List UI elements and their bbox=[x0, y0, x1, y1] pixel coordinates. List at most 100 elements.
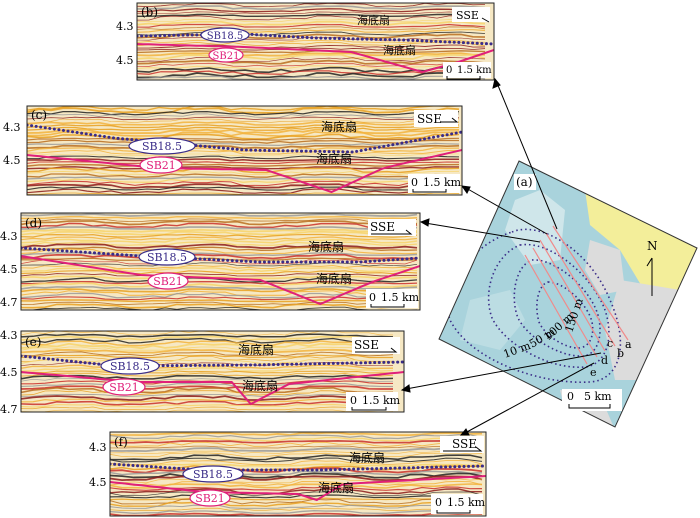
panel-d-depth-tick-1: 4.3 bbox=[0, 230, 18, 243]
svg-text:0: 0 bbox=[446, 65, 452, 76]
panel-d-fan-label-upper: 海底扇 bbox=[308, 239, 344, 254]
panel-c-sb18-5-label: SB18.5 bbox=[128, 137, 196, 155]
panel-d-depth-tick-3: 4.7 bbox=[0, 296, 18, 309]
panel-d-sb21-horizon bbox=[21, 255, 420, 306]
svg-text:1.5 km: 1.5 km bbox=[457, 65, 492, 76]
arrow-to-f bbox=[464, 362, 595, 434]
contour-150m bbox=[536, 281, 594, 349]
panel-c-frame bbox=[26, 105, 463, 196]
panel-d-direction: SSE bbox=[368, 219, 416, 236]
panel-f-fan-label-lower: 海底扇 bbox=[318, 480, 354, 495]
line-letter-a: a bbox=[625, 338, 632, 351]
svg-text:0: 0 bbox=[350, 394, 357, 407]
panel-b-direction: SSE bbox=[452, 7, 490, 23]
svg-text:0: 0 bbox=[567, 390, 574, 403]
arrow-to-b bbox=[496, 82, 558, 230]
map-label: (a) bbox=[516, 175, 533, 189]
panel-c-sb18-5-horizon bbox=[27, 123, 462, 154]
map-line-d bbox=[532, 247, 598, 358]
panel-c-label: (c) bbox=[31, 108, 47, 122]
map-line-c bbox=[539, 239, 606, 352]
svg-text:SB18.5: SB18.5 bbox=[142, 140, 182, 153]
svg-text:1.5 km: 1.5 km bbox=[362, 394, 401, 407]
panel-e-fan-label-upper: 海底扇 bbox=[238, 342, 274, 357]
arrow-to-d bbox=[424, 222, 541, 243]
panel-b-sb18-5-horizon bbox=[137, 32, 494, 46]
panel-d-sb21-label: SB21 bbox=[147, 272, 189, 290]
panel-b-fan-label-upper: 海底扇 bbox=[357, 13, 390, 27]
seismic-panel-e bbox=[21, 331, 404, 412]
panel-e-sb18-5-horizon bbox=[21, 354, 404, 368]
arrow-to-c bbox=[465, 187, 548, 235]
panel-f-sb21-horizon bbox=[110, 475, 486, 502]
svg-text:SSE: SSE bbox=[417, 112, 442, 126]
svg-text:1.5 km: 1.5 km bbox=[423, 176, 462, 189]
svg-text:SB21: SB21 bbox=[109, 381, 139, 394]
contour-50m bbox=[487, 243, 610, 368]
panel-f-direction: SSE bbox=[440, 436, 484, 453]
line-letter-c: c bbox=[607, 337, 613, 350]
panel-e-fan-label-lower: 海底扇 bbox=[242, 378, 278, 393]
panel-c-depth-tick-1: 4.3 bbox=[3, 121, 21, 134]
svg-text:SSE: SSE bbox=[456, 9, 479, 22]
seismic-panel-f bbox=[110, 432, 486, 516]
svg-text:N: N bbox=[647, 239, 658, 253]
panel-e-depth-tick-3: 4.7 bbox=[0, 403, 18, 416]
panel-c-sb21-label: SB21 bbox=[139, 156, 183, 174]
svg-text:0: 0 bbox=[435, 496, 442, 509]
panel-b-depth-tick-2: 4.5 bbox=[116, 54, 134, 67]
panel-f-sb21-label: SB21 bbox=[189, 489, 231, 507]
panel-f-sb18-5-label: SB18.5 bbox=[182, 465, 244, 483]
panel-d-fan-label-lower: 海底扇 bbox=[316, 271, 352, 286]
panel-b-sb18-5-label: SB18.5 bbox=[200, 27, 250, 43]
panel-c-fan-label-upper: 海底扇 bbox=[321, 119, 357, 134]
map-frame bbox=[438, 160, 698, 428]
panel-d-sb18-5-label: SB18.5 bbox=[138, 248, 196, 266]
seismic-panel-d bbox=[21, 213, 420, 310]
panel-d-frame bbox=[20, 212, 421, 311]
panel-f-sb18-5-horizon bbox=[110, 462, 486, 472]
panel-d-scale-bar: 0 1.5 km bbox=[366, 289, 420, 308]
svg-text:SB21: SB21 bbox=[153, 275, 183, 288]
panel-f-depth-tick-1: 4.3 bbox=[89, 441, 107, 454]
panel-e-direction: SSE bbox=[352, 337, 400, 354]
arrow-to-e bbox=[405, 352, 602, 390]
map-line-a bbox=[552, 225, 629, 341]
svg-text:SB18.5: SB18.5 bbox=[207, 31, 243, 42]
panel-d-depth-tick-2: 4.5 bbox=[0, 263, 18, 276]
panel-c-depth-tick-2: 4.5 bbox=[3, 154, 21, 167]
panel-c-scale-bar: 0 1.5 km bbox=[408, 174, 462, 193]
panel-b-scale-bar: 0 1.5 km bbox=[443, 62, 492, 80]
panel-f-frame bbox=[109, 431, 487, 517]
svg-text:1.5 km: 1.5 km bbox=[447, 496, 486, 509]
panel-c-direction: SSE bbox=[414, 110, 459, 127]
svg-text:SB21: SB21 bbox=[213, 51, 240, 62]
panel-d-label: (d) bbox=[25, 216, 42, 230]
panel-e-sb18-5-label: SB18.5 bbox=[100, 357, 160, 375]
panel-b-label: (b) bbox=[141, 5, 158, 19]
panel-b-depth-tick-1: 4.3 bbox=[116, 20, 134, 33]
line-letter-b: b bbox=[617, 347, 624, 360]
line-letter-e: e bbox=[590, 366, 597, 379]
panel-e-depth-tick-1: 4.3 bbox=[0, 329, 18, 342]
map-yellow-area bbox=[585, 190, 697, 300]
panel-f-fan-label-upper: 海底扇 bbox=[349, 450, 385, 465]
panel-e-label: (e) bbox=[25, 335, 41, 349]
panel-c-fan-label-lower: 海底扇 bbox=[316, 151, 352, 166]
panel-b-fan-label-lower: 海底扇 bbox=[383, 43, 416, 57]
svg-text:0: 0 bbox=[411, 176, 418, 189]
svg-text:SSE: SSE bbox=[354, 338, 379, 352]
svg-text:0: 0 bbox=[369, 291, 376, 304]
panel-c-sb21-horizon bbox=[27, 149, 462, 194]
map-line-e bbox=[524, 254, 588, 365]
panel-b-frame bbox=[136, 2, 495, 81]
svg-text:SB21: SB21 bbox=[146, 159, 176, 172]
seismic-panel-c bbox=[27, 106, 462, 195]
svg-text:1.5 km: 1.5 km bbox=[381, 291, 420, 304]
location-map: (a) 150 m 100 m 50 m 10 m a b c d e N 0 … bbox=[438, 160, 698, 428]
seismic-panel-b bbox=[137, 3, 494, 80]
line-letter-d: d bbox=[601, 354, 608, 367]
map-scale-bar: 0 5 km bbox=[562, 389, 622, 411]
svg-text:SB21: SB21 bbox=[195, 492, 225, 505]
